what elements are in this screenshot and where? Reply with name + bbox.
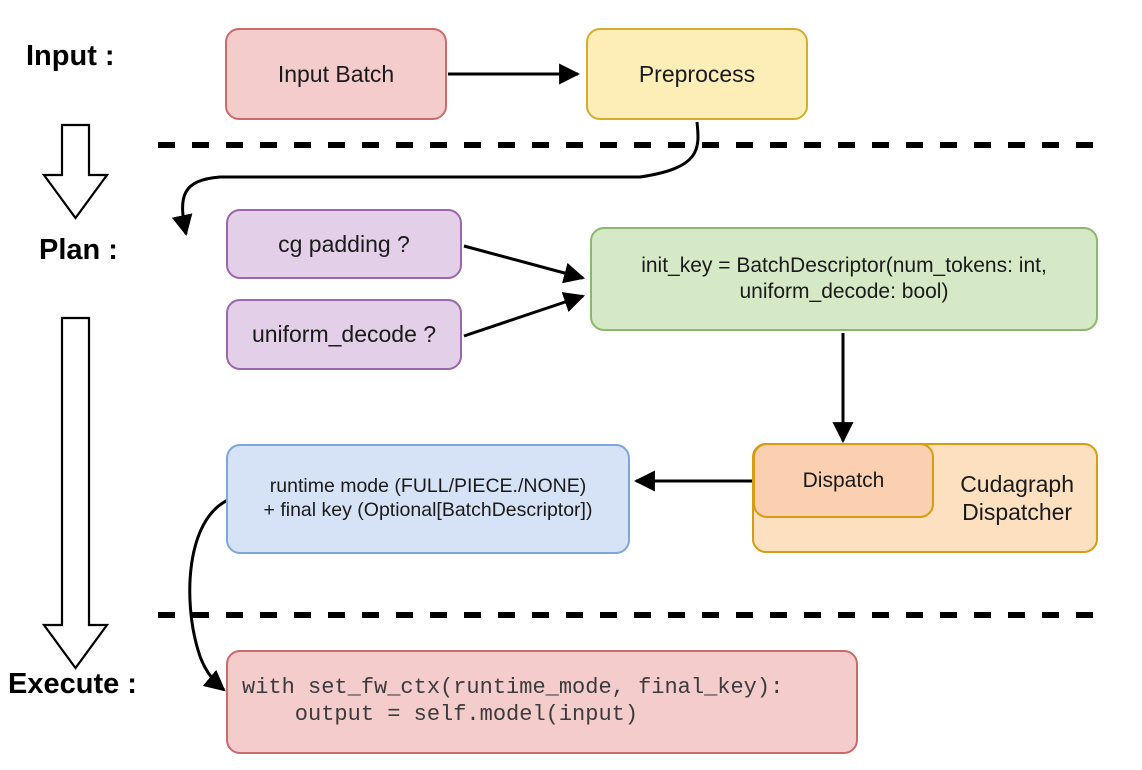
stage-block-arrow-input-to-plan — [41, 123, 110, 220]
node-runtime-mode-and-final-key[interactable]: runtime mode (FULL/PIECE./NONE) + final … — [226, 444, 630, 554]
node-init-key-batch-descriptor[interactable]: init_key = BatchDescriptor(num_tokens: i… — [590, 227, 1098, 331]
stage-label-plan: Plan : — [39, 234, 118, 266]
stage-label-execute: Execute : — [8, 668, 137, 700]
node-uniform-decode[interactable]: uniform_decode ? — [226, 299, 462, 370]
node-preprocess[interactable]: Preprocess — [586, 28, 808, 120]
node-cg-padding[interactable]: cg padding ? — [226, 209, 462, 279]
node-input-batch[interactable]: Input Batch — [225, 28, 447, 120]
stage-block-arrow-plan-to-execute — [41, 316, 110, 670]
edge-runtime-mode-to-exec-code — [188, 498, 229, 692]
edge-uniform-decode-to-init-key — [463, 292, 585, 338]
stage-label-input: Input : — [26, 40, 115, 72]
node-dispatch[interactable]: Dispatch — [753, 443, 934, 518]
edge-cg-padding-to-init-key — [463, 244, 586, 284]
node-execute-code-block[interactable]: with set_fw_ctx(runtime_mode, final_key)… — [226, 650, 858, 754]
